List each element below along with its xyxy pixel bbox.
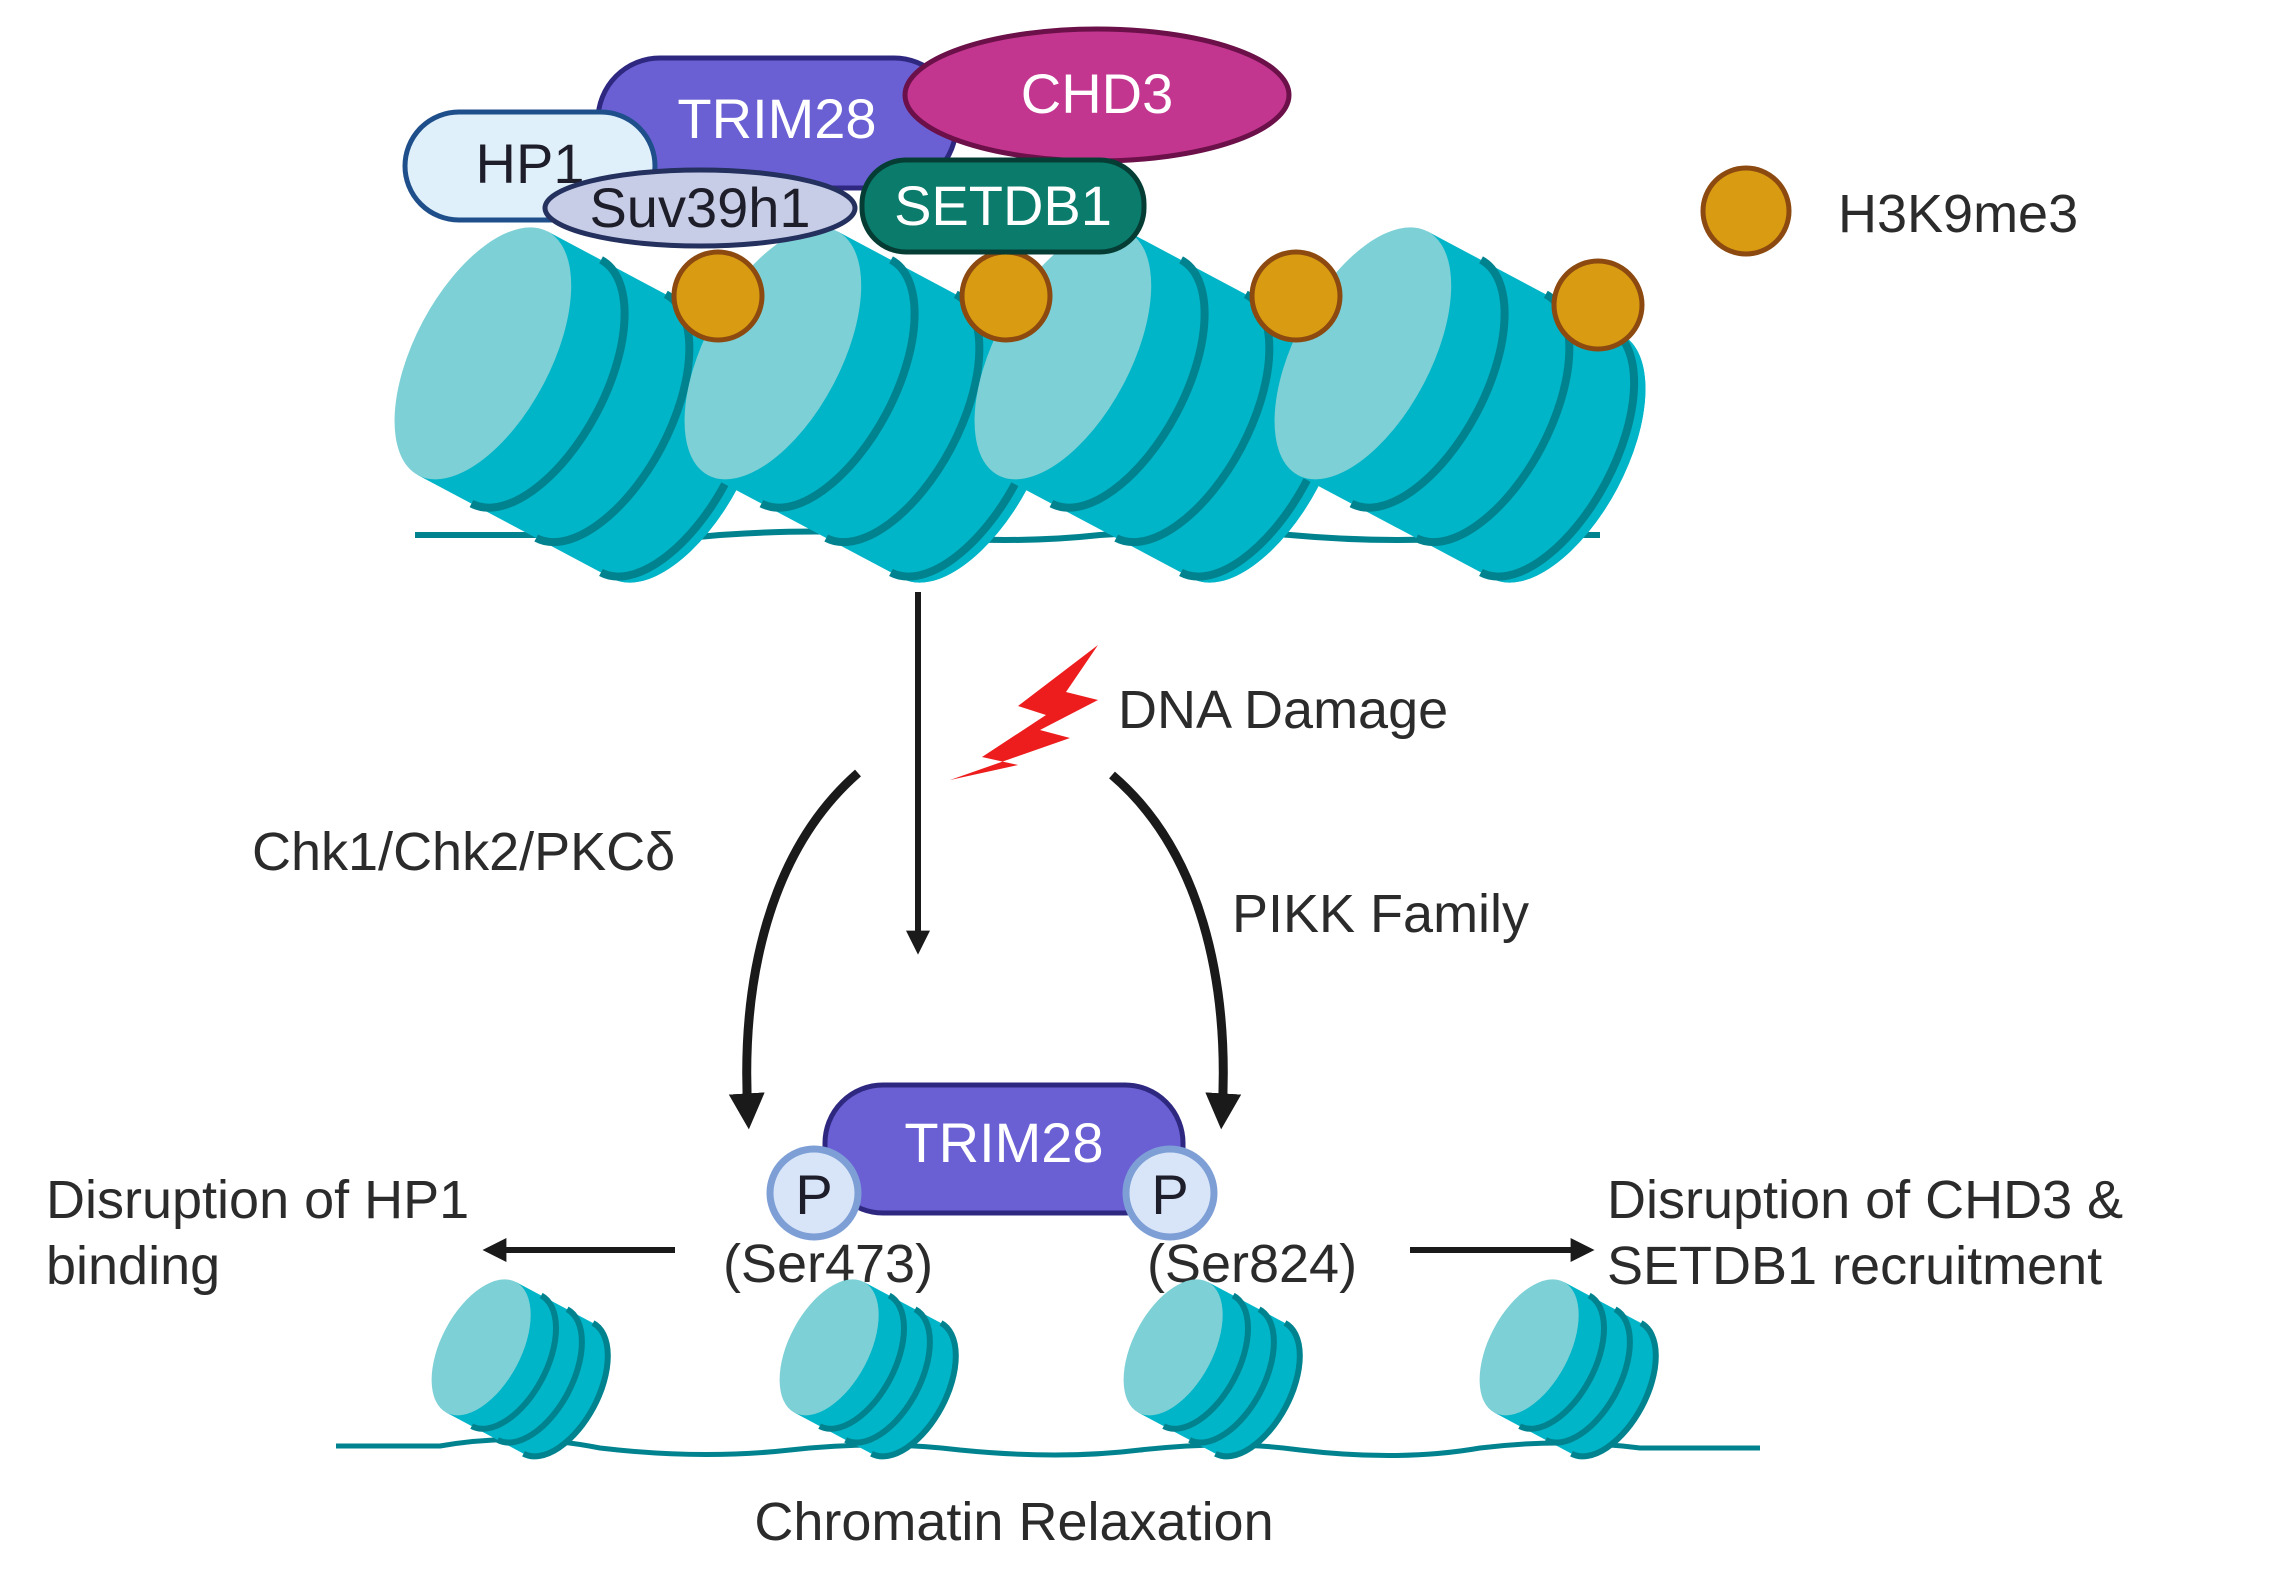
legend-h3k9me3-label: H3K9me3 bbox=[1838, 184, 2078, 244]
outcomes: Disruption of HP1 binding Disruption of … bbox=[46, 1170, 2123, 1296]
phospho-site-right bbox=[1122, 1145, 1218, 1241]
h3k9me3-mark bbox=[671, 249, 765, 343]
hp1-label: HP1 bbox=[476, 132, 585, 195]
right-kinase-arrow bbox=[1109, 771, 1242, 1130]
h3k9me3-mark bbox=[1249, 249, 1343, 343]
ser473-label: (Ser473) bbox=[723, 1234, 933, 1294]
h3k9me3-marks bbox=[671, 249, 1645, 352]
right-outcome-line1: Disruption of CHD3 & bbox=[1607, 1170, 2123, 1230]
phospho-right-symbol: P bbox=[1151, 1163, 1188, 1226]
legend: H3K9me3 bbox=[1700, 165, 2078, 257]
right-outcome-line2: SETDB1 recruitment bbox=[1607, 1236, 2102, 1296]
repressor-complex: TRIM28 CHD3 HP1 Suv39h1 SETDB1 bbox=[402, 26, 1292, 255]
phospho-site-left bbox=[766, 1145, 862, 1241]
chd3-label: CHD3 bbox=[1021, 62, 1173, 125]
trim28-phospho-label: TRIM28 bbox=[904, 1111, 1103, 1174]
setdb1-shape bbox=[859, 157, 1147, 255]
left-outcome-line1: Disruption of HP1 bbox=[46, 1170, 469, 1230]
suv39h1-label: Suv39h1 bbox=[589, 176, 810, 239]
right-kinase-label: PIKK Family bbox=[1232, 884, 1529, 944]
h3k9me3-mark bbox=[959, 249, 1053, 343]
phospho-trim28: TRIM28 P P (Ser473) (Ser824) bbox=[723, 1082, 1357, 1294]
nucleosome-relaxed bbox=[779, 1279, 959, 1460]
left-kinase-label: Chk1/Chk2/PKCδ bbox=[252, 822, 675, 882]
trim28-complex-label: TRIM28 bbox=[677, 87, 876, 150]
nucleosome-relaxed bbox=[1123, 1279, 1303, 1460]
nucleosome-relaxed bbox=[1479, 1279, 1659, 1460]
legend-h3k9me3-swatch bbox=[1700, 165, 1792, 257]
h3k9me3-mark bbox=[1551, 258, 1645, 352]
nucleosome-relaxed bbox=[431, 1279, 611, 1460]
chromatin-relaxation-label: Chromatin Relaxation bbox=[754, 1492, 1273, 1552]
relaxed-chromatin bbox=[336, 1279, 1760, 1460]
signaling: DNA Damage Chk1/Chk2/PKCδ PIKK Family bbox=[252, 592, 1529, 1130]
left-kinase-arrow bbox=[728, 769, 861, 1130]
phospho-left-symbol: P bbox=[795, 1163, 832, 1226]
lightning-bolt-icon bbox=[950, 645, 1098, 780]
suv39h1-shape bbox=[542, 167, 858, 249]
dna-damage-label: DNA Damage bbox=[1118, 680, 1448, 740]
left-outcome-line2: binding bbox=[46, 1236, 220, 1296]
setdb1-label: SETDB1 bbox=[894, 174, 1112, 237]
dna-strand-bottom bbox=[336, 1436, 1760, 1459]
